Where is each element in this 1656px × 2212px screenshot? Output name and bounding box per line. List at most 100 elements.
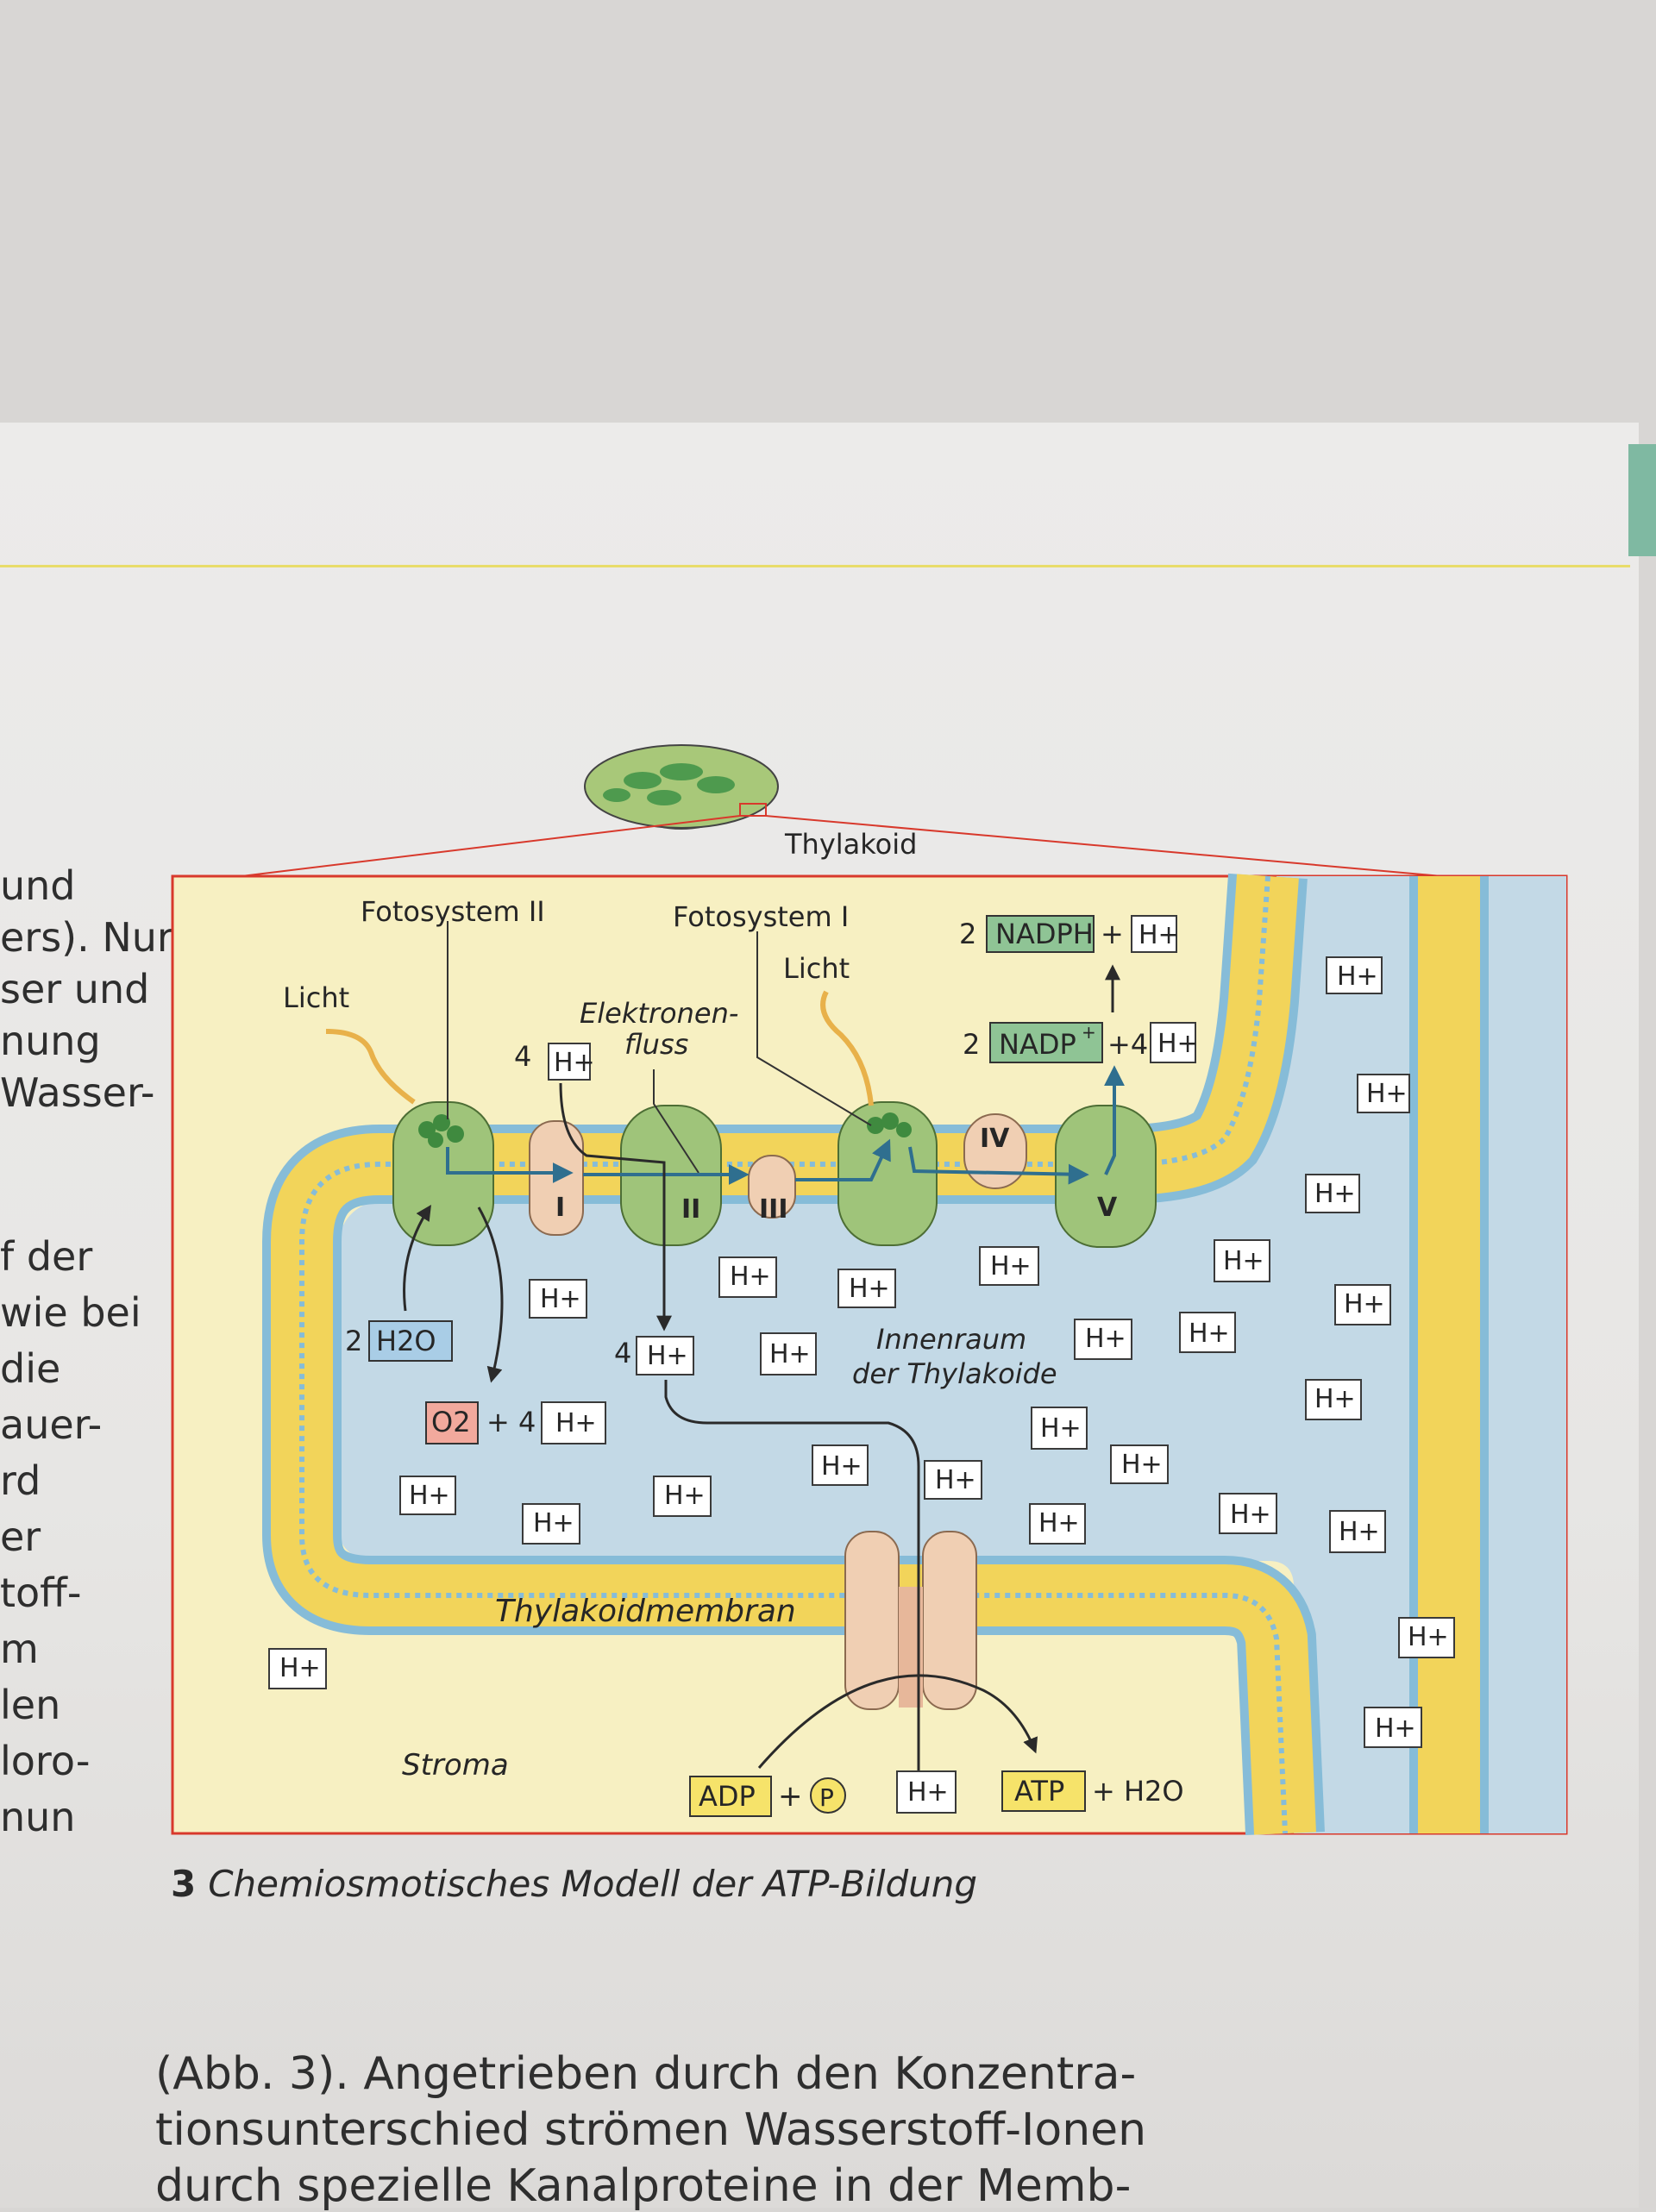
proton-box: H+ <box>1357 1074 1410 1113</box>
svg-text:H+: H+ <box>1366 1079 1408 1109</box>
svg-text:H+: H+ <box>1223 1246 1264 1276</box>
proton-box: H+ <box>653 1476 712 1517</box>
nadp-superscript-plus: + <box>1082 1022 1096 1043</box>
proton-box: H+ <box>1219 1493 1277 1534</box>
nadp-label: NADP <box>999 1028 1076 1061</box>
proton-box: H+ <box>541 1401 606 1444</box>
proton-box: H+ <box>1214 1239 1270 1282</box>
proton-box: H+ <box>636 1336 694 1375</box>
callout-photosystem-i <box>756 931 872 1126</box>
nadp-plus-four: +4 <box>1107 1028 1148 1061</box>
proton-box: H+ <box>812 1444 869 1486</box>
left-text-line: loro- <box>0 1738 91 1784</box>
stroma-label: Stroma <box>402 1748 509 1783</box>
proton-box: H+ <box>1364 1707 1422 1748</box>
membrane-midline <box>299 875 1288 1834</box>
proton-box: H+ <box>1074 1319 1132 1360</box>
water-arrow <box>403 1204 431 1312</box>
light-label-right: Licht <box>783 952 850 985</box>
left-text-line: die <box>0 1345 61 1392</box>
nadp-coefficient: 2 <box>963 1028 980 1061</box>
svg-text:H+: H+ <box>821 1451 862 1482</box>
atp-plus-water: + H2O <box>1092 1775 1184 1808</box>
photosystem-ii-label: Fotosystem II <box>361 895 545 928</box>
proton-box: H+ <box>1031 1407 1088 1450</box>
proton-box: H+ <box>1131 915 1180 953</box>
complex-i-label: I <box>555 1193 565 1223</box>
caption-text: Chemiosmotisches Modell der ATP-Bildung <box>208 1863 978 1905</box>
left-text-line: m <box>0 1626 39 1672</box>
svg-text:H+: H+ <box>647 1341 688 1371</box>
chloroplast-icon <box>584 744 779 830</box>
proton-box: H+ <box>760 1332 817 1375</box>
svg-text:H+: H+ <box>540 1284 581 1314</box>
yellow-rule-line <box>0 565 1630 567</box>
left-text-line: len <box>0 1682 61 1728</box>
left-text-line: ser und <box>0 966 150 1012</box>
svg-text:H+: H+ <box>1085 1324 1126 1354</box>
electron-flow-label-2: fluss <box>624 1028 688 1061</box>
nadp-box <box>989 1022 1103 1063</box>
left-text-line: rd <box>0 1457 41 1504</box>
proton-box: H+ <box>399 1476 456 1515</box>
zoom-line-right <box>765 815 1481 880</box>
svg-text:H+: H+ <box>1230 1500 1271 1530</box>
proton-box: H+ <box>979 1246 1039 1286</box>
complex-v-protein <box>1055 1105 1157 1248</box>
proton-box: H+ <box>529 1279 587 1319</box>
svg-text:H+: H+ <box>409 1481 450 1511</box>
proton-count-top: 4 <box>514 1040 531 1073</box>
electron-arrow-1 <box>446 1147 574 1183</box>
svg-text:H+: H+ <box>555 1408 597 1438</box>
proton-box: H+ <box>1326 956 1383 994</box>
nadph-plus: + <box>1101 918 1124 950</box>
svg-text:H+: H+ <box>1121 1450 1163 1480</box>
thylakoid-membrane-label: Thylakoidmembran <box>495 1594 796 1629</box>
svg-text:H+: H+ <box>1157 1029 1199 1059</box>
svg-text:H+: H+ <box>990 1251 1032 1281</box>
thylakoid-lumen <box>336 876 1466 1833</box>
svg-text:H+: H+ <box>935 1465 976 1495</box>
electron-arrow-4 <box>908 1146 1089 1185</box>
proton-boxes: H+ H+ H+ H+ H+ H+ H+ H+ H+ H+ H+ H+ H+ H… <box>268 915 1455 1814</box>
complex-v-label: V <box>1097 1193 1118 1223</box>
svg-text:H+: H+ <box>1344 1289 1385 1319</box>
oxygen-box <box>425 1401 479 1444</box>
proton-box: H+ <box>924 1460 982 1500</box>
photosystem-i-label: Fotosystem I <box>673 900 849 933</box>
complex-iv-label: IV <box>980 1124 1010 1154</box>
left-text-line: wie bei <box>0 1289 141 1336</box>
proton-pump-arrow <box>559 1082 672 1332</box>
svg-text:H+: H+ <box>769 1339 811 1369</box>
atp-synthesis-arrow <box>757 1674 1038 1769</box>
proton-box: H+ <box>1179 1312 1236 1353</box>
figure-caption: 3 Chemiosmotisches Modell der ATP-Bildung <box>171 1863 977 1905</box>
svg-text:H+: H+ <box>1189 1319 1230 1349</box>
proton-box: H+ <box>1305 1379 1362 1420</box>
zoom-line-left <box>241 815 741 877</box>
atp-box <box>1001 1770 1086 1812</box>
left-text-line: ers). Nur <box>0 914 173 961</box>
svg-text:H+: H+ <box>279 1653 321 1683</box>
caption-number: 3 <box>171 1863 197 1905</box>
oxygen-label: O2 <box>431 1406 471 1438</box>
atp-label: ATP <box>1014 1775 1064 1808</box>
svg-text:H+: H+ <box>907 1777 949 1808</box>
inner-space-label-2: der Thylakoide <box>852 1357 1057 1390</box>
left-text-line: auer- <box>0 1401 103 1448</box>
complex-ii-label: II <box>681 1194 700 1225</box>
page-tab-marker <box>1628 444 1656 556</box>
svg-text:H+: H+ <box>533 1508 574 1538</box>
phosphate-circle <box>810 1777 846 1814</box>
svg-text:H+: H+ <box>1375 1714 1416 1744</box>
svg-text:H+: H+ <box>1040 1413 1082 1444</box>
svg-text:H+: H+ <box>1314 1179 1356 1209</box>
photosystem-i-protein <box>837 1101 938 1246</box>
electron-flow-label-1: Elektronen- <box>580 997 738 1030</box>
proton-box: H+ <box>1398 1617 1455 1658</box>
svg-text:H+: H+ <box>1408 1622 1449 1652</box>
svg-text:H+: H+ <box>1339 1517 1380 1547</box>
proton-box: H+ <box>1029 1503 1086 1545</box>
callout-electron-flow <box>653 1069 699 1174</box>
